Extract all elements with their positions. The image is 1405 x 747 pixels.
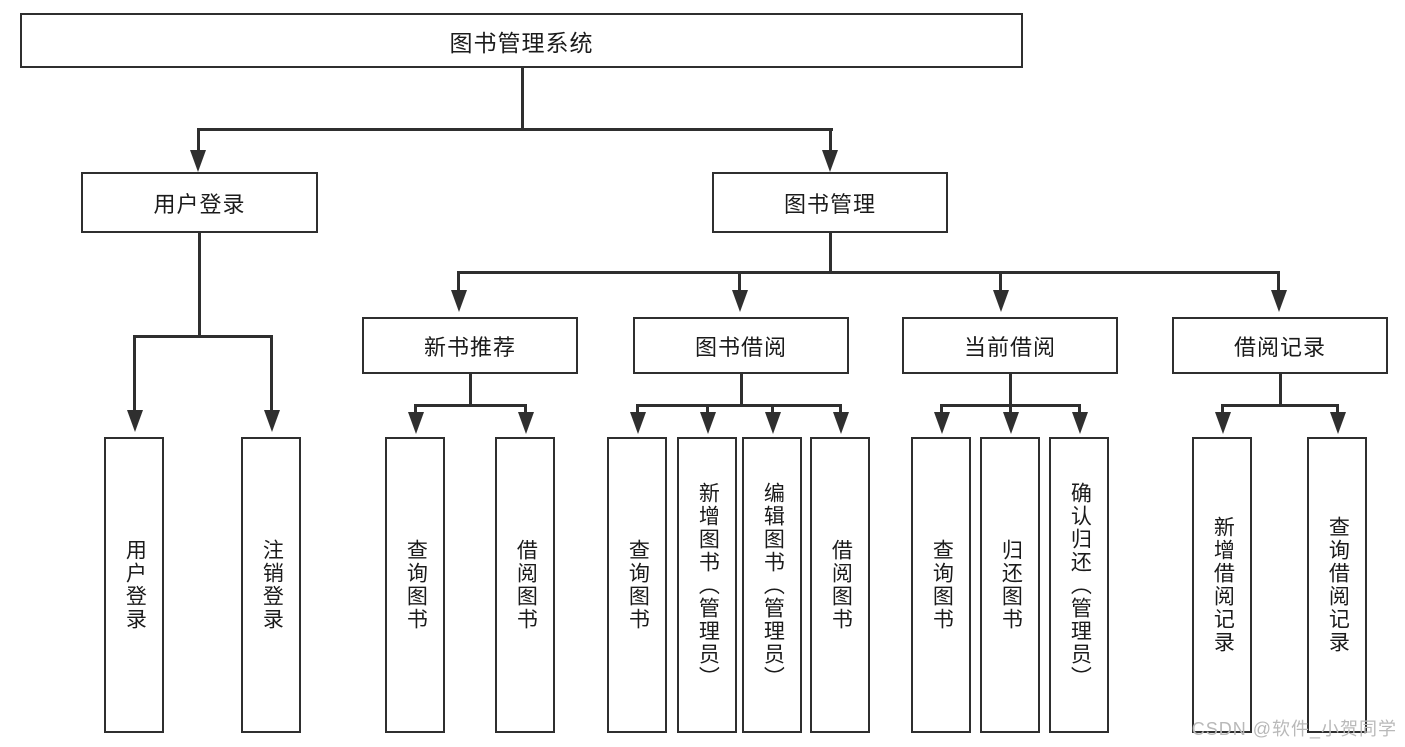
arrow-user-login-leaf-2 [264, 410, 280, 432]
connector-current-borrow-branch-1 [940, 404, 943, 418]
connector-book-borrow-branch-2 [706, 404, 709, 418]
connector-borrow-record-bar [1221, 404, 1339, 407]
node-label: 查询图书 [404, 539, 428, 631]
node-user-login[interactable]: 用户登录 [81, 172, 318, 233]
connector-book-borrow-stem [740, 374, 743, 406]
node-book-management[interactable]: 图书管理 [712, 172, 948, 233]
connector-root-stem [521, 68, 524, 128]
node-label: 新增借阅记录 [1211, 516, 1235, 654]
connector-new-book-branch-2 [524, 404, 527, 418]
connector-book-mgmt-branch-1 [457, 271, 460, 293]
node-label: 查询借阅记录 [1326, 516, 1350, 654]
connector-new-book-stem [469, 374, 472, 406]
arrow-book-borrow-leaf-2 [700, 412, 716, 434]
connector-current-borrow-branch-2 [1009, 404, 1012, 418]
connector-user-login-stem [198, 233, 201, 335]
connector-book-mgmt-branch-2 [738, 271, 741, 293]
leaf-node-query-book-recommend[interactable]: 查询图书 [385, 437, 445, 733]
arrow-root-to-book-mgmt [822, 150, 838, 172]
connector-new-book-bar [414, 404, 527, 407]
node-new-book-recommend[interactable]: 新书推荐 [362, 317, 578, 374]
leaf-node-borrow-book[interactable]: 借阅图书 [810, 437, 870, 733]
connector-book-mgmt-branch-3 [999, 271, 1002, 293]
connector-book-mgmt-branch-4 [1277, 271, 1280, 293]
arrow-to-current-borrow [993, 290, 1009, 312]
node-label: 当前借阅 [963, 334, 1056, 360]
arrow-borrow-record-leaf-1 [1215, 412, 1231, 434]
leaf-node-edit-book-admin[interactable]: 编辑图书（管理员） [742, 437, 802, 733]
node-label: 归还图书 [999, 539, 1023, 631]
leaf-node-add-book-admin[interactable]: 新增图书（管理员） [677, 437, 737, 733]
connector-root-to-book-mgmt [829, 128, 832, 155]
connector-book-mgmt-bar [457, 271, 1279, 274]
node-borrow-record[interactable]: 借阅记录 [1172, 317, 1388, 374]
node-label: 图书借阅 [694, 334, 787, 360]
leaf-node-query-borrow-record[interactable]: 查询借阅记录 [1307, 437, 1367, 733]
node-current-borrow[interactable]: 当前借阅 [902, 317, 1118, 374]
node-label: 借阅图书 [514, 539, 538, 631]
connector-root-to-user-login [197, 128, 200, 155]
connector-borrow-record-stem [1279, 374, 1282, 406]
connector-borrow-record-branch-1 [1221, 404, 1224, 418]
arrow-borrow-record-leaf-2 [1330, 412, 1346, 434]
connector-book-borrow-branch-4 [839, 404, 842, 418]
connector-current-borrow-branch-3 [1078, 404, 1081, 418]
connector-new-book-branch-1 [414, 404, 417, 418]
node-label: 借阅记录 [1233, 334, 1326, 360]
node-library-management-system[interactable]: 图书管理系统 [20, 13, 1023, 68]
leaf-node-add-borrow-record[interactable]: 新增借阅记录 [1192, 437, 1252, 733]
node-label: 编辑图书（管理员） [761, 481, 785, 689]
node-label: 查询图书 [930, 539, 954, 631]
arrow-to-borrow-record [1271, 290, 1287, 312]
leaf-node-query-book-borrow[interactable]: 查询图书 [607, 437, 667, 733]
node-label: 查询图书 [626, 539, 650, 631]
leaf-node-borrow-book-recommend[interactable]: 借阅图书 [495, 437, 555, 733]
leaf-node-query-book-current[interactable]: 查询图书 [911, 437, 971, 733]
connector-book-borrow-branch-1 [636, 404, 639, 418]
node-label: 用户登录 [123, 539, 147, 631]
node-label: 确认归还（管理员） [1068, 481, 1092, 689]
arrow-book-borrow-leaf-3 [765, 412, 781, 434]
node-label: 用户登录 [153, 191, 246, 217]
node-label: 新增图书（管理员） [696, 481, 720, 689]
arrow-to-book-borrow [732, 290, 748, 312]
leaf-node-user-login[interactable]: 用户登录 [104, 437, 164, 733]
connector-user-login-branch-2 [270, 335, 273, 415]
arrow-to-new-book-recommend [451, 290, 467, 312]
node-book-borrow[interactable]: 图书借阅 [633, 317, 849, 374]
arrow-book-borrow-leaf-4 [833, 412, 849, 434]
arrow-new-book-leaf-2 [518, 412, 534, 434]
leaf-node-return-book[interactable]: 归还图书 [980, 437, 1040, 733]
arrow-current-borrow-leaf-2 [1003, 412, 1019, 434]
arrow-book-borrow-leaf-1 [630, 412, 646, 434]
arrow-current-borrow-leaf-1 [934, 412, 950, 434]
arrow-user-login-leaf-1 [127, 410, 143, 432]
node-label: 新书推荐 [423, 334, 516, 360]
connector-book-mgmt-stem [829, 233, 832, 273]
connector-user-login-bar [133, 335, 273, 338]
connector-borrow-record-branch-2 [1336, 404, 1339, 418]
connector-book-borrow-bar [636, 404, 842, 407]
connector-user-login-branch-1 [133, 335, 136, 415]
connector-root-bar [197, 128, 833, 131]
arrow-new-book-leaf-1 [408, 412, 424, 434]
connector-book-borrow-branch-3 [771, 404, 774, 418]
node-label: 注销登录 [260, 539, 284, 631]
node-label: 图书管理 [783, 191, 876, 217]
arrow-root-to-user-login [190, 150, 206, 172]
connector-current-borrow-stem [1009, 374, 1012, 406]
leaf-node-logout[interactable]: 注销登录 [241, 437, 301, 733]
node-label: 图书管理系统 [449, 29, 594, 56]
leaf-node-confirm-return-admin[interactable]: 确认归还（管理员） [1049, 437, 1109, 733]
node-label: 借阅图书 [829, 539, 853, 631]
arrow-current-borrow-leaf-3 [1072, 412, 1088, 434]
